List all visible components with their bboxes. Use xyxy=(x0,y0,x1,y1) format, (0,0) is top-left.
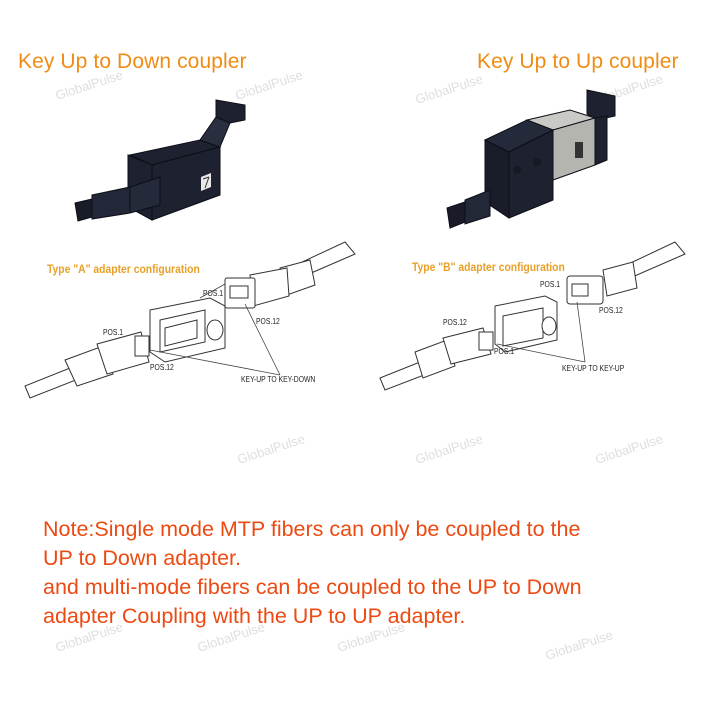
type-b-callout: KEY-UP TO KEY-UP xyxy=(562,364,625,373)
watermark: GlobalPulse xyxy=(593,431,665,467)
type-b-label-pos1-left: POS.1 xyxy=(494,347,515,356)
type-b-label-pos1-right: POS.1 xyxy=(540,280,561,289)
type-a-label-pos1-right: POS.1 xyxy=(203,289,224,298)
adapter-up-to-down-photo xyxy=(74,99,246,222)
heading-key-up-to-up: Key Up to Up coupler xyxy=(477,50,679,73)
watermark: GlobalPulse xyxy=(413,431,485,467)
type-a-config-title: Type "A" adapter configuration xyxy=(47,264,200,276)
type-a-callout: KEY-UP TO KEY-DOWN xyxy=(241,375,316,384)
heading-key-up-to-down: Key Up to Down coupler xyxy=(18,50,247,73)
type-a-label-pos12-left: POS.12 xyxy=(150,363,174,372)
type-b-label-pos12-right: POS.12 xyxy=(599,306,623,315)
watermark: GlobalPulse xyxy=(235,431,307,467)
type-a-label-pos1-left: POS.1 xyxy=(103,328,124,337)
type-a-label-pos12-right: POS.12 xyxy=(256,317,280,326)
note-line: and multi-mode fibers can be coupled to … xyxy=(43,575,582,599)
watermark: GlobalPulse xyxy=(543,627,615,663)
adapter-up-to-up-photo xyxy=(446,89,616,229)
note-line: adapter Coupling with the UP to UP adapt… xyxy=(43,604,466,628)
type-a-diagram xyxy=(24,241,356,399)
note-line: UP to Down adapter. xyxy=(43,546,242,570)
note-block: Note:Single mode MTP fibers can only be … xyxy=(43,515,582,631)
type-b-config-title: Type "B" adapter configuration xyxy=(412,262,565,274)
type-b-label-pos12-left: POS.12 xyxy=(443,318,467,327)
type-b-diagram xyxy=(379,241,686,391)
note-line: Note:Single mode MTP fibers can only be … xyxy=(43,517,581,541)
